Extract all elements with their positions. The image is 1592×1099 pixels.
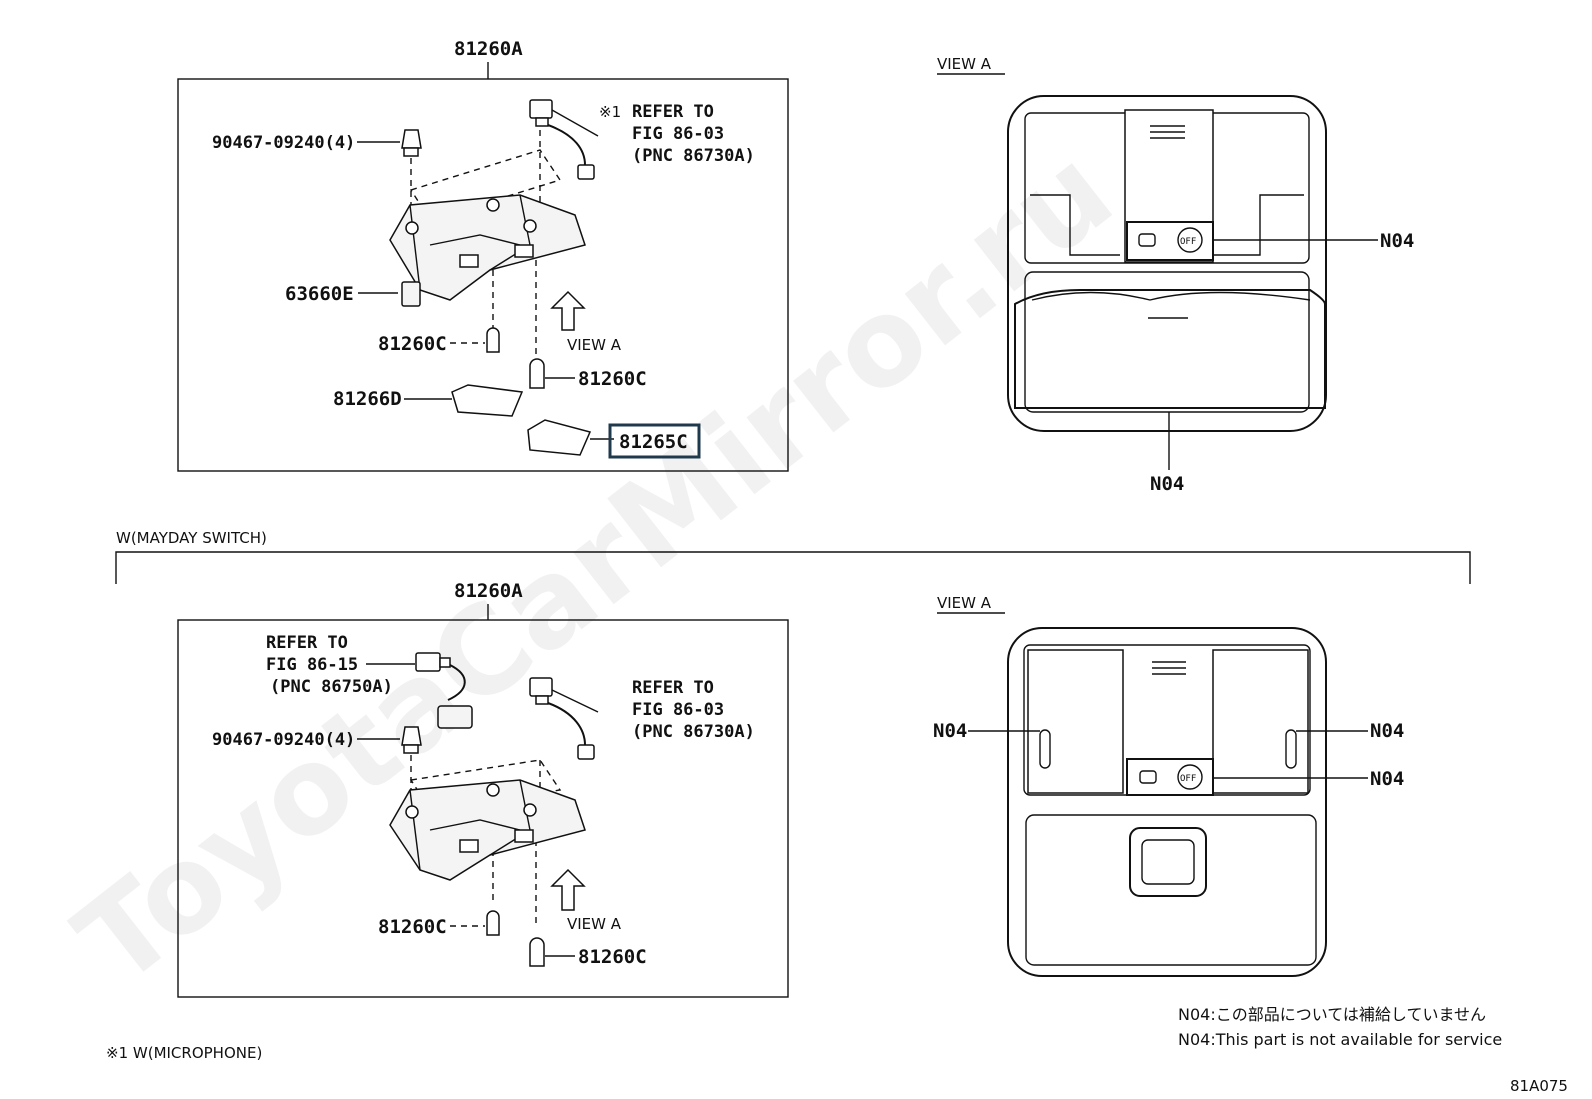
top-lens-b-highlight [608, 423, 701, 459]
top-sunglass-holder [1014, 289, 1326, 409]
bottom-console-outer [1007, 627, 1327, 977]
top-bulb-left-label: 81260C [378, 333, 447, 355]
top-switch-panel [1126, 221, 1214, 261]
top-view-a: VIEW A OFF N04 N04 [937, 55, 1414, 495]
top-clip-label: 90467-09240(4) [212, 133, 355, 153]
top-refer-line2: FIG 86-03 [632, 124, 724, 144]
bottom-clip-part [401, 726, 422, 754]
bottom-callout-1: N04 [933, 720, 967, 742]
bottom-assembly-frame [177, 619, 789, 998]
bottom-switch-panel [1126, 758, 1214, 796]
bottom-refer-right-line1: REFER TO [632, 678, 714, 698]
bottom-harness [529, 677, 599, 760]
top-harness [529, 99, 599, 180]
bottom-bulb-right-label: 81260C [578, 946, 647, 968]
bottom-refer-right-line3: (PNC 86730A) [632, 722, 755, 742]
section-label: W(MAYDAY SWITCH) [116, 529, 267, 547]
bottom-view-arrow-label: VIEW A [567, 915, 622, 933]
bottom-refer-left-line2: FIG 86-15 [266, 655, 358, 675]
top-refer-line3: (PNC 86730A) [632, 146, 755, 166]
top-lamp-housing [389, 194, 586, 301]
top-clip-part [401, 129, 422, 157]
figure-code: 81A075 [1510, 1077, 1568, 1095]
bottom-view-title: VIEW A [937, 594, 992, 612]
top-off-label: OFF [1180, 237, 1196, 247]
top-view-title: VIEW A [937, 55, 992, 73]
bottom-refer-right-line2: FIG 86-03 [632, 700, 724, 720]
footnote: ※1 W(MICROPHONE) [106, 1044, 262, 1062]
top-switch-part [401, 281, 421, 307]
top-lens-a [451, 384, 524, 417]
bottom-bulb-right [529, 937, 545, 967]
bottom-left-lamp [1027, 649, 1124, 794]
bottom-bulb-left-label: 81260C [378, 916, 447, 938]
top-exploded-view: 81260A ※1 REFER TO FIG 86-03 (PNC 86730A… [177, 38, 789, 472]
watermark: ToyotaCarMirror.ru [52, 122, 1138, 1013]
bottom-assembly-label: 81260A [454, 580, 523, 602]
top-bulb-right-label: 81260C [578, 368, 647, 390]
bottom-right-lamp [1212, 649, 1309, 794]
bottom-mic-harness [415, 652, 473, 729]
bottom-refer-left-line3: (PNC 86750A) [270, 677, 393, 697]
top-lens-b-label: 81265C [619, 431, 688, 453]
bottom-lamp-housing [389, 779, 586, 881]
bottom-view-arrow [550, 868, 586, 911]
top-assembly-frame [177, 78, 789, 472]
bottom-bulb-left [486, 910, 500, 936]
top-callout-2: N04 [1150, 473, 1184, 495]
mayday-section: W(MAYDAY SWITCH) [115, 529, 1471, 584]
bottom-camera-window [1129, 827, 1207, 897]
top-view-arrow-label: VIEW A [567, 336, 622, 354]
top-switch-label: 63660E [285, 283, 354, 305]
top-lens-a-label: 81266D [333, 388, 402, 410]
top-bulb-left [486, 327, 500, 353]
bottom-lower-panel [1025, 814, 1317, 966]
bottom-view-a: VIEW A OFF N04 N04 N04 [933, 594, 1404, 977]
top-refer-line1: REFER TO [632, 102, 714, 122]
bottom-callout-2: N04 [1370, 720, 1404, 742]
bottom-exploded-view: 81260A REFER TO FIG 86-15 (PNC 86750A) R… [177, 580, 789, 998]
top-refer-mark: ※1 [599, 103, 621, 121]
top-lens-b [527, 419, 592, 456]
bottom-callout-3: N04 [1370, 768, 1404, 790]
bottom-clip-label: 90467-09240(4) [212, 730, 355, 750]
top-bulb-right [529, 358, 545, 389]
note-jp: N04:この部品については補給していません [1178, 1005, 1486, 1024]
top-console-outer [1007, 95, 1327, 432]
top-assembly-label: 81260A [454, 38, 523, 60]
top-center-pod [1124, 109, 1214, 263]
top-callout-1: N04 [1380, 230, 1414, 252]
note-en: N04:This part is not available for servi… [1178, 1030, 1502, 1049]
bottom-off-label: OFF [1180, 774, 1196, 784]
bottom-refer-left-line1: REFER TO [266, 633, 348, 653]
top-view-arrow [550, 290, 586, 331]
